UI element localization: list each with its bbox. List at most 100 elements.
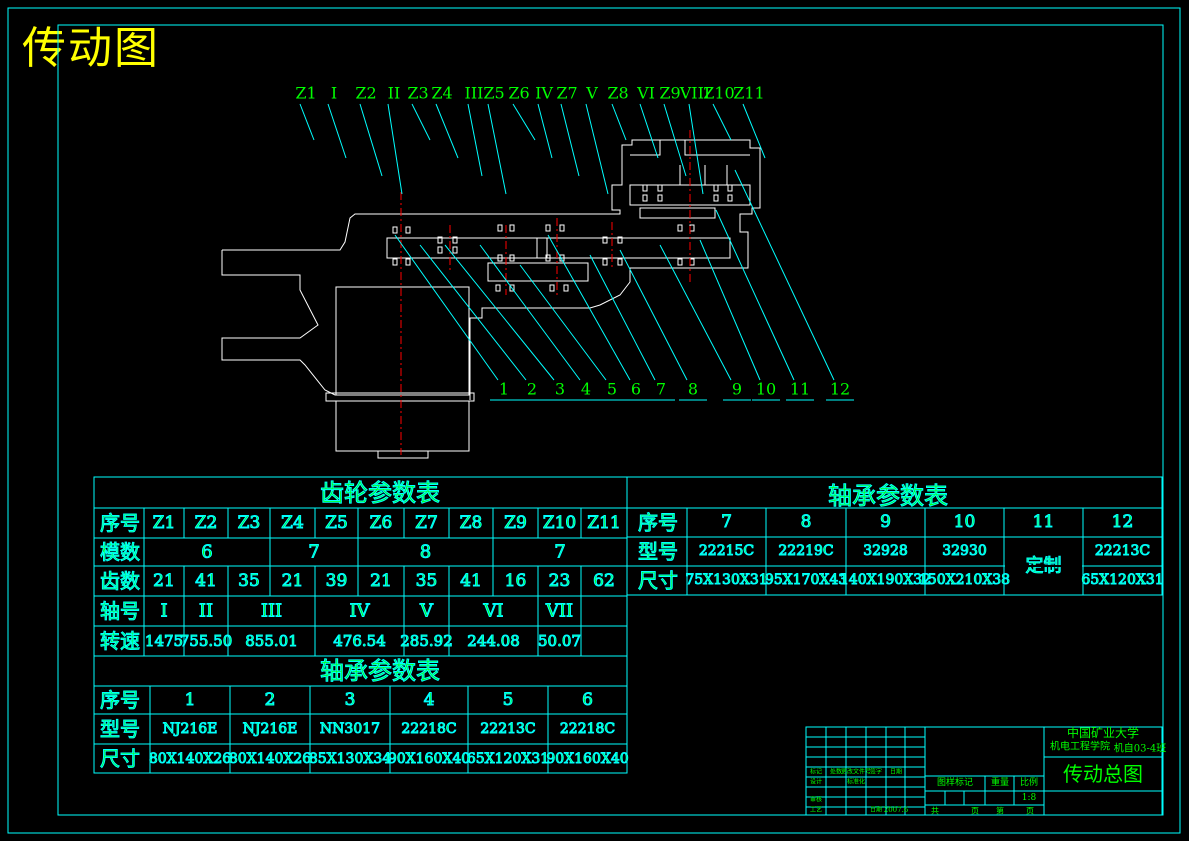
gear-teeth: 23	[549, 571, 571, 591]
gear-speed: 244.08	[467, 632, 520, 650]
label-leader	[611, 103, 627, 141]
gear-id: Z1	[153, 513, 176, 533]
shaft-label: Z7	[556, 84, 577, 103]
bearing-mark	[497, 254, 503, 262]
part-number: 3	[555, 380, 565, 399]
bearing-mark	[657, 184, 663, 192]
bearing-mark	[602, 258, 608, 266]
bearing-right-row-label: 序号	[638, 511, 678, 535]
gear-shaft: V	[419, 601, 434, 622]
tb-header: 图样标记	[937, 776, 973, 788]
bearing-right-row-label: 尺寸	[638, 569, 678, 593]
part-number: 8	[688, 380, 698, 399]
bearing-right-size: 140X190X32	[840, 572, 931, 588]
bearing-right-size: 65X120X31	[1081, 572, 1163, 588]
bearing-left-model: NJ216E	[243, 721, 298, 737]
bearing-left-size: 80X140X26	[149, 751, 231, 767]
bearing-mark	[713, 184, 719, 192]
bearing-right-model: 22213C	[1095, 543, 1150, 559]
gear-teeth: 35	[238, 571, 260, 591]
gear-teeth: 41	[460, 571, 482, 591]
gear-id: Z5	[325, 513, 348, 533]
gear-table-title: 齿轮参数表	[320, 479, 440, 507]
center-lines	[400, 130, 691, 455]
bearing-left-model: 22218C	[560, 721, 615, 737]
bearing-right-id: 10	[954, 512, 976, 532]
part-leader	[699, 239, 761, 381]
leader-lines	[299, 103, 854, 401]
label-leader	[663, 103, 687, 177]
gear-shaft: I	[160, 601, 167, 622]
label-leader	[435, 103, 459, 159]
part-number: 2	[527, 380, 537, 399]
bearing-mark	[677, 224, 683, 232]
bearing-mark	[689, 224, 695, 232]
gear-id: Z6	[370, 513, 393, 533]
gear-speed: 476.54	[333, 632, 386, 650]
gear-module: 7	[554, 542, 565, 563]
shaft-label: Z5	[483, 84, 504, 103]
bearing-left-id: 1	[185, 690, 196, 710]
label-leader	[512, 103, 536, 141]
gear-row-label: 轴号	[100, 599, 140, 623]
gear-row-label: 齿数	[100, 569, 140, 593]
part-number: 12	[830, 380, 850, 399]
bearing-right-model: 22219C	[778, 543, 833, 559]
tb-class: 机自03-4班	[1114, 742, 1166, 755]
bearing-mark	[642, 184, 648, 192]
label-leader	[639, 103, 659, 159]
bearing-mark	[509, 224, 515, 232]
gear-row-label: 序号	[100, 511, 140, 535]
bearing-right-size: 75X130X31	[685, 572, 767, 588]
tb-sheet-label: 共	[931, 807, 939, 816]
bearing-mark	[727, 194, 733, 202]
bearing-mark	[549, 284, 555, 292]
tb-school: 中国矿业大学	[1067, 725, 1139, 740]
tb-sheet-label: 页	[971, 807, 979, 816]
tb-date: 2007.6	[884, 806, 909, 814]
label-leader	[712, 103, 732, 141]
shaft-label: Z10	[703, 84, 734, 103]
part-leader	[394, 234, 499, 381]
bearing-mark	[452, 246, 458, 254]
bearing-left-id: 3	[345, 690, 356, 710]
gear-shaft: VI	[482, 601, 503, 622]
bearing-right-id: 11	[1033, 512, 1055, 532]
tb-small-label: 工艺	[810, 806, 822, 814]
shaft-label: Z9	[659, 84, 680, 103]
bearing-left-model: NJ216E	[163, 721, 218, 737]
gear-module: 6	[201, 542, 212, 563]
tb-small-label: 设计	[810, 778, 822, 786]
shaft-label: Z4	[431, 84, 452, 103]
bearing-mark	[405, 258, 411, 266]
gear-id: Z4	[281, 513, 304, 533]
bearing-left-id: 4	[424, 690, 435, 710]
shaft-label: Z1	[295, 84, 316, 103]
bearing-marks	[392, 184, 733, 292]
gear-teeth: 35	[416, 571, 438, 591]
bearing-mark	[727, 184, 733, 192]
bearing-mark	[452, 236, 458, 244]
gear-id: Z2	[195, 513, 218, 533]
gear-speed: 50.07	[538, 632, 581, 650]
bearing-mark	[437, 246, 443, 254]
shaft-label: Z11	[733, 84, 764, 103]
gear-id: Z7	[415, 513, 438, 533]
bearing-left-size: 90X160X40	[546, 751, 628, 767]
shaft-label: V	[585, 84, 598, 103]
part-leader	[659, 244, 732, 381]
shaft-label: Z2	[355, 84, 376, 103]
bearing-left-row-label: 尺寸	[100, 747, 140, 771]
tb-scale: 1:8	[1022, 793, 1037, 803]
bearing-mark	[497, 224, 503, 232]
bearing-mark	[392, 226, 398, 234]
drawing-title: 传动图	[22, 23, 160, 74]
label-leader	[742, 103, 766, 159]
label-leader	[585, 103, 609, 195]
gear-row-label: 模数	[100, 540, 140, 564]
gear-shaft: III	[261, 601, 282, 622]
